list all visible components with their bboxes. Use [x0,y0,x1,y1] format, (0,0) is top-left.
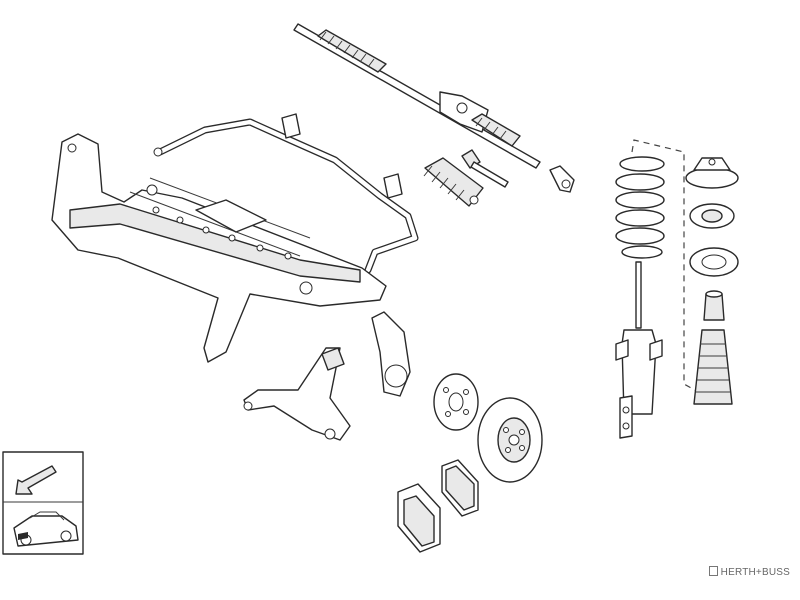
bump-stop [703,290,725,321]
car-icon [13,511,79,547]
steering-boot [423,157,484,207]
lower-control-arm [243,347,351,441]
strut-top-mount [685,157,739,189]
stabilizer-bushing [281,113,403,199]
spring-seat [689,247,739,277]
front-subframe [51,133,387,363]
strut-bearing [689,203,735,229]
vehicle-position-indicator [2,451,84,555]
brand-logo-icon [708,566,718,576]
brand-watermark: HERTH+BUSS [708,566,790,578]
coil-spring [615,156,665,259]
brand-name: HERTH+BUSS [720,567,790,578]
outer-tie-rod-end [549,165,575,193]
brake-pads [397,459,479,553]
wheel-hub [433,373,479,431]
shock-absorber [615,261,663,439]
inner-tie-rod [461,149,509,188]
brake-disc [477,397,543,483]
stabilizer-bar [153,118,419,274]
dust-boot [693,329,733,405]
steering-rack [293,23,541,169]
direction-arrow-icon [15,465,57,495]
steering-knuckle [371,311,411,397]
